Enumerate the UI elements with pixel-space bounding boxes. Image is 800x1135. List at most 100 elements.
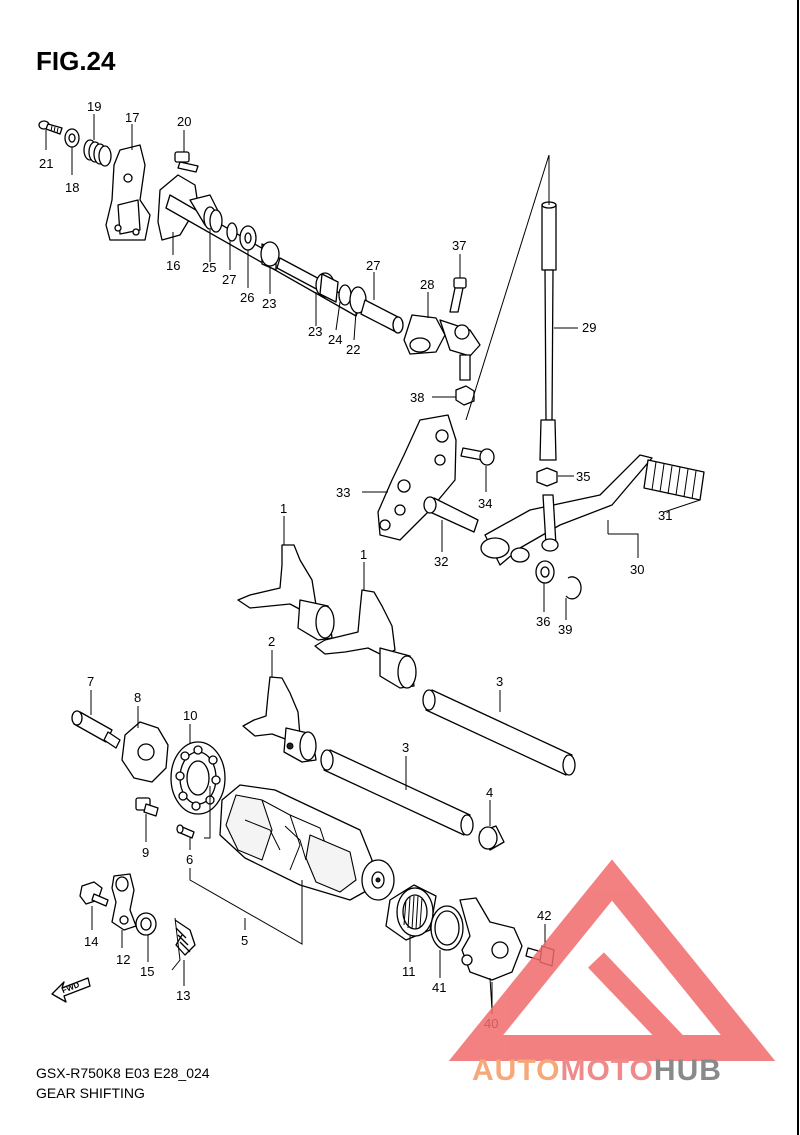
watermark-part-1: AUTO [472,1054,561,1087]
part-20-bolt [174,151,199,173]
part-18-washer [64,128,80,148]
shift-shaft-assembly [38,120,404,334]
callout-4: 4 [486,785,493,800]
part-13-spring [171,917,196,971]
part-10-bearing [170,741,226,815]
part-36-washer [535,560,555,584]
callout-22: 22 [346,342,360,357]
part-1-shift-fork-a [237,544,335,641]
part-3-fork-shaft-a [422,689,576,776]
callout-18: 18 [65,180,79,195]
callout-35: 35 [576,469,590,484]
part-19-spring [83,139,112,167]
part-27b-spline [360,299,404,334]
callout-19: 19 [87,99,101,114]
part-3-fork-shaft-b [320,749,474,836]
part-33-bracket [377,414,457,541]
callout-25: 25 [202,260,216,275]
fwd-arrow: FWD [51,977,91,1003]
callout-1a: 1 [280,501,287,516]
watermark-part-2: MOTO [560,1054,654,1087]
part-23-bushing [260,241,280,271]
callout-11: 11 [402,964,416,979]
callout-17: 17 [125,110,139,125]
watermark-part-3: HUB [653,1054,722,1087]
part-32-bolt [423,496,479,533]
callout-8: 8 [134,690,141,705]
callout-27a: 27 [222,272,236,287]
part-8-stopper [121,721,169,783]
part-15-bush [135,912,157,936]
callout-6: 6 [186,852,193,867]
callout-30: 30 [630,562,644,577]
part-6-pin [176,824,195,839]
callout-32: 32 [434,554,448,569]
part-28-link [403,314,481,381]
part-30-gearshift-lever [480,454,653,566]
callout-23a: 23 [262,296,276,311]
part-29-rod [465,154,557,461]
callout-29: 29 [582,320,596,335]
part-4-cap [478,825,505,851]
callout-26: 26 [240,290,254,305]
part-1-shift-fork-b [314,589,417,689]
callout-27b: 27 [366,258,380,273]
part-40-gear-position-switch [459,897,523,1011]
callout-9: 9 [142,845,149,860]
callout-23b: 23 [308,324,322,339]
part-25-spring [203,206,223,233]
callout-15: 15 [140,964,154,979]
callout-20: 20 [177,114,191,129]
callout-33: 33 [336,485,350,500]
callout-34: 34 [478,496,492,511]
callout-7: 7 [87,674,94,689]
part-34-bolt [460,447,495,466]
callout-31: 31 [658,508,672,523]
callout-1b: 1 [360,547,367,562]
callout-3b: 3 [402,740,409,755]
callout-28: 28 [420,277,434,292]
part-27-clip [226,222,238,242]
callout-14: 14 [84,934,98,949]
callout-24: 24 [328,332,342,347]
watermark-text: AUTOMOTOHUB [472,1054,722,1088]
callout-39: 39 [558,622,572,637]
callout-42: 42 [537,908,551,923]
part-7-pin [71,710,121,749]
figure-name: GEAR SHIFTING [36,1085,145,1101]
callout-5: 5 [241,933,248,948]
callout-21: 21 [39,156,53,171]
callout-13: 13 [176,988,190,1003]
part-5-gearshift-cam [219,784,395,901]
part-17-plate [105,144,151,241]
part-11-bearing [385,884,437,941]
part-39-circlip [565,576,582,600]
part-41-o-ring [430,905,464,951]
callout-3a: 3 [496,674,503,689]
part-14-bolt [79,881,109,907]
callout-36: 36 [536,614,550,629]
watermark-logo [448,859,776,1061]
callout-10: 10 [183,708,197,723]
part-21-bolt [38,120,63,135]
part-26-washer [239,225,257,251]
part-12-plate [111,873,137,931]
callout-12: 12 [116,952,130,967]
model-code: GSX-R750K8 E03 E28_024 [36,1065,210,1081]
part-31-rubber [643,459,705,501]
leader-lines [45,114,701,1014]
figure-title: FIG.24 [36,46,116,76]
callout-41: 41 [432,980,446,995]
callout-16: 16 [166,258,180,273]
part-24-washer [338,284,352,306]
callout-2: 2 [268,634,275,649]
callout-38: 38 [410,390,424,405]
part-37-bolt [449,277,467,313]
part-23b-bushing [315,272,339,303]
part-38-nut [455,385,475,406]
callout-37: 37 [452,238,466,253]
part-35-nut [536,467,558,487]
part-9-bolt [135,797,159,817]
